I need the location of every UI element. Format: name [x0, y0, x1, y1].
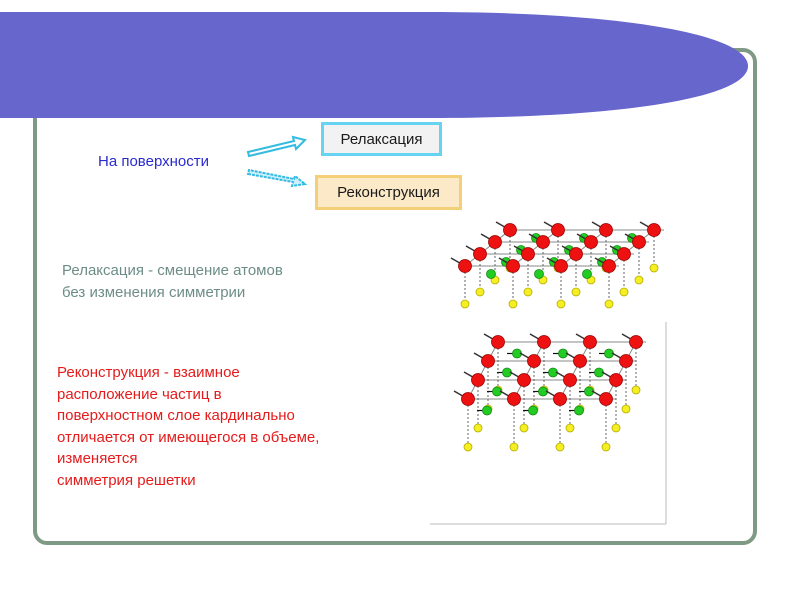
atom-green: [534, 269, 544, 279]
atom-red: [554, 259, 568, 273]
atom-yellow: [571, 287, 581, 297]
atom-red: [584, 235, 598, 249]
atom-red: [599, 392, 613, 406]
atom-red: [471, 373, 485, 387]
atom-red: [553, 392, 567, 406]
lattice-line: [464, 229, 511, 267]
atom-yellow: [611, 423, 621, 433]
atom-red: [458, 259, 472, 273]
atom-yellow: [509, 442, 519, 452]
atom-red: [461, 392, 475, 406]
atom-yellow: [473, 423, 483, 433]
atom-red: [481, 354, 495, 368]
text-line: расположение частиц в: [57, 385, 222, 403]
atom-yellow: [649, 263, 659, 273]
atom-red: [537, 335, 551, 349]
atom-red: [488, 235, 502, 249]
reconstruction-lattice-illustration: [430, 322, 667, 525]
lattice-line: [560, 229, 607, 267]
atom-red: [503, 223, 517, 237]
atom-red: [527, 354, 541, 368]
atom-yellow: [463, 442, 473, 452]
atom-yellow: [634, 275, 644, 285]
atom-red: [536, 235, 550, 249]
atom-red: [609, 373, 623, 387]
text-line: поверхностном слое кардинально: [57, 407, 295, 424]
atom-red: [521, 247, 535, 261]
text-line: отличается от имеющегося в объеме,: [57, 428, 320, 446]
atom-yellow: [556, 299, 566, 309]
lattice-line: [512, 229, 559, 267]
atom-red: [473, 247, 487, 261]
relaxation-definition: Релаксация - смещение атомов без изменен…: [62, 260, 362, 304]
atom-yellow: [519, 423, 529, 433]
atom-red: [647, 223, 661, 237]
relaxation-lattice-illustration: [450, 221, 664, 309]
lattice-line: [467, 341, 499, 400]
atom-yellow: [621, 404, 631, 414]
arrow-right-icon: [246, 168, 308, 188]
atom-red: [599, 223, 613, 237]
lattice-line: [513, 341, 545, 400]
arrow-right-icon: [246, 135, 307, 158]
atom-yellow: [555, 442, 565, 452]
atom-red: [617, 247, 631, 261]
text-line: симметрия решетки: [57, 471, 196, 489]
atom-red: [506, 259, 520, 273]
root-label: На поверхности: [98, 153, 209, 170]
atom-yellow: [604, 299, 614, 309]
atom-yellow: [631, 385, 641, 395]
atom-yellow: [508, 299, 518, 309]
atom-green: [482, 405, 492, 416]
atom-red: [602, 259, 616, 273]
atom-red: [517, 373, 531, 387]
lattice-line: [608, 229, 655, 267]
atom-yellow: [601, 442, 611, 452]
text-line: Реконструкция - взаимное: [57, 364, 240, 381]
atom-red: [619, 354, 633, 368]
atom-red: [583, 335, 597, 349]
atom-yellow: [460, 299, 470, 309]
atom-red: [563, 373, 577, 387]
atom-yellow: [523, 287, 533, 297]
atom-red: [551, 223, 565, 237]
reconstruction-definition: Реконструкция - взаимное расположение ча…: [57, 362, 387, 491]
text-line: без изменения симметрии: [62, 284, 246, 301]
atom-red: [629, 335, 643, 349]
lattice-line: [605, 341, 637, 400]
atom-red: [573, 354, 587, 368]
atom-green: [486, 269, 496, 279]
header-banner: [0, 12, 748, 118]
lattice-line: [559, 341, 591, 400]
atom-yellow: [475, 287, 485, 297]
text-line: изменяется: [57, 450, 138, 467]
atom-red: [507, 392, 521, 406]
atom-green: [582, 269, 592, 279]
text-line: Релаксация - смещение атомов: [62, 262, 283, 279]
atom-red: [632, 235, 646, 249]
relaxation-box: Релаксация: [321, 122, 442, 156]
atom-yellow: [619, 287, 629, 297]
atom-green: [528, 405, 538, 416]
atom-green: [574, 405, 584, 416]
atom-yellow: [565, 423, 575, 433]
atom-red: [569, 247, 583, 261]
atom-red: [491, 335, 505, 349]
reconstruction-box: Реконструкция: [315, 175, 462, 210]
